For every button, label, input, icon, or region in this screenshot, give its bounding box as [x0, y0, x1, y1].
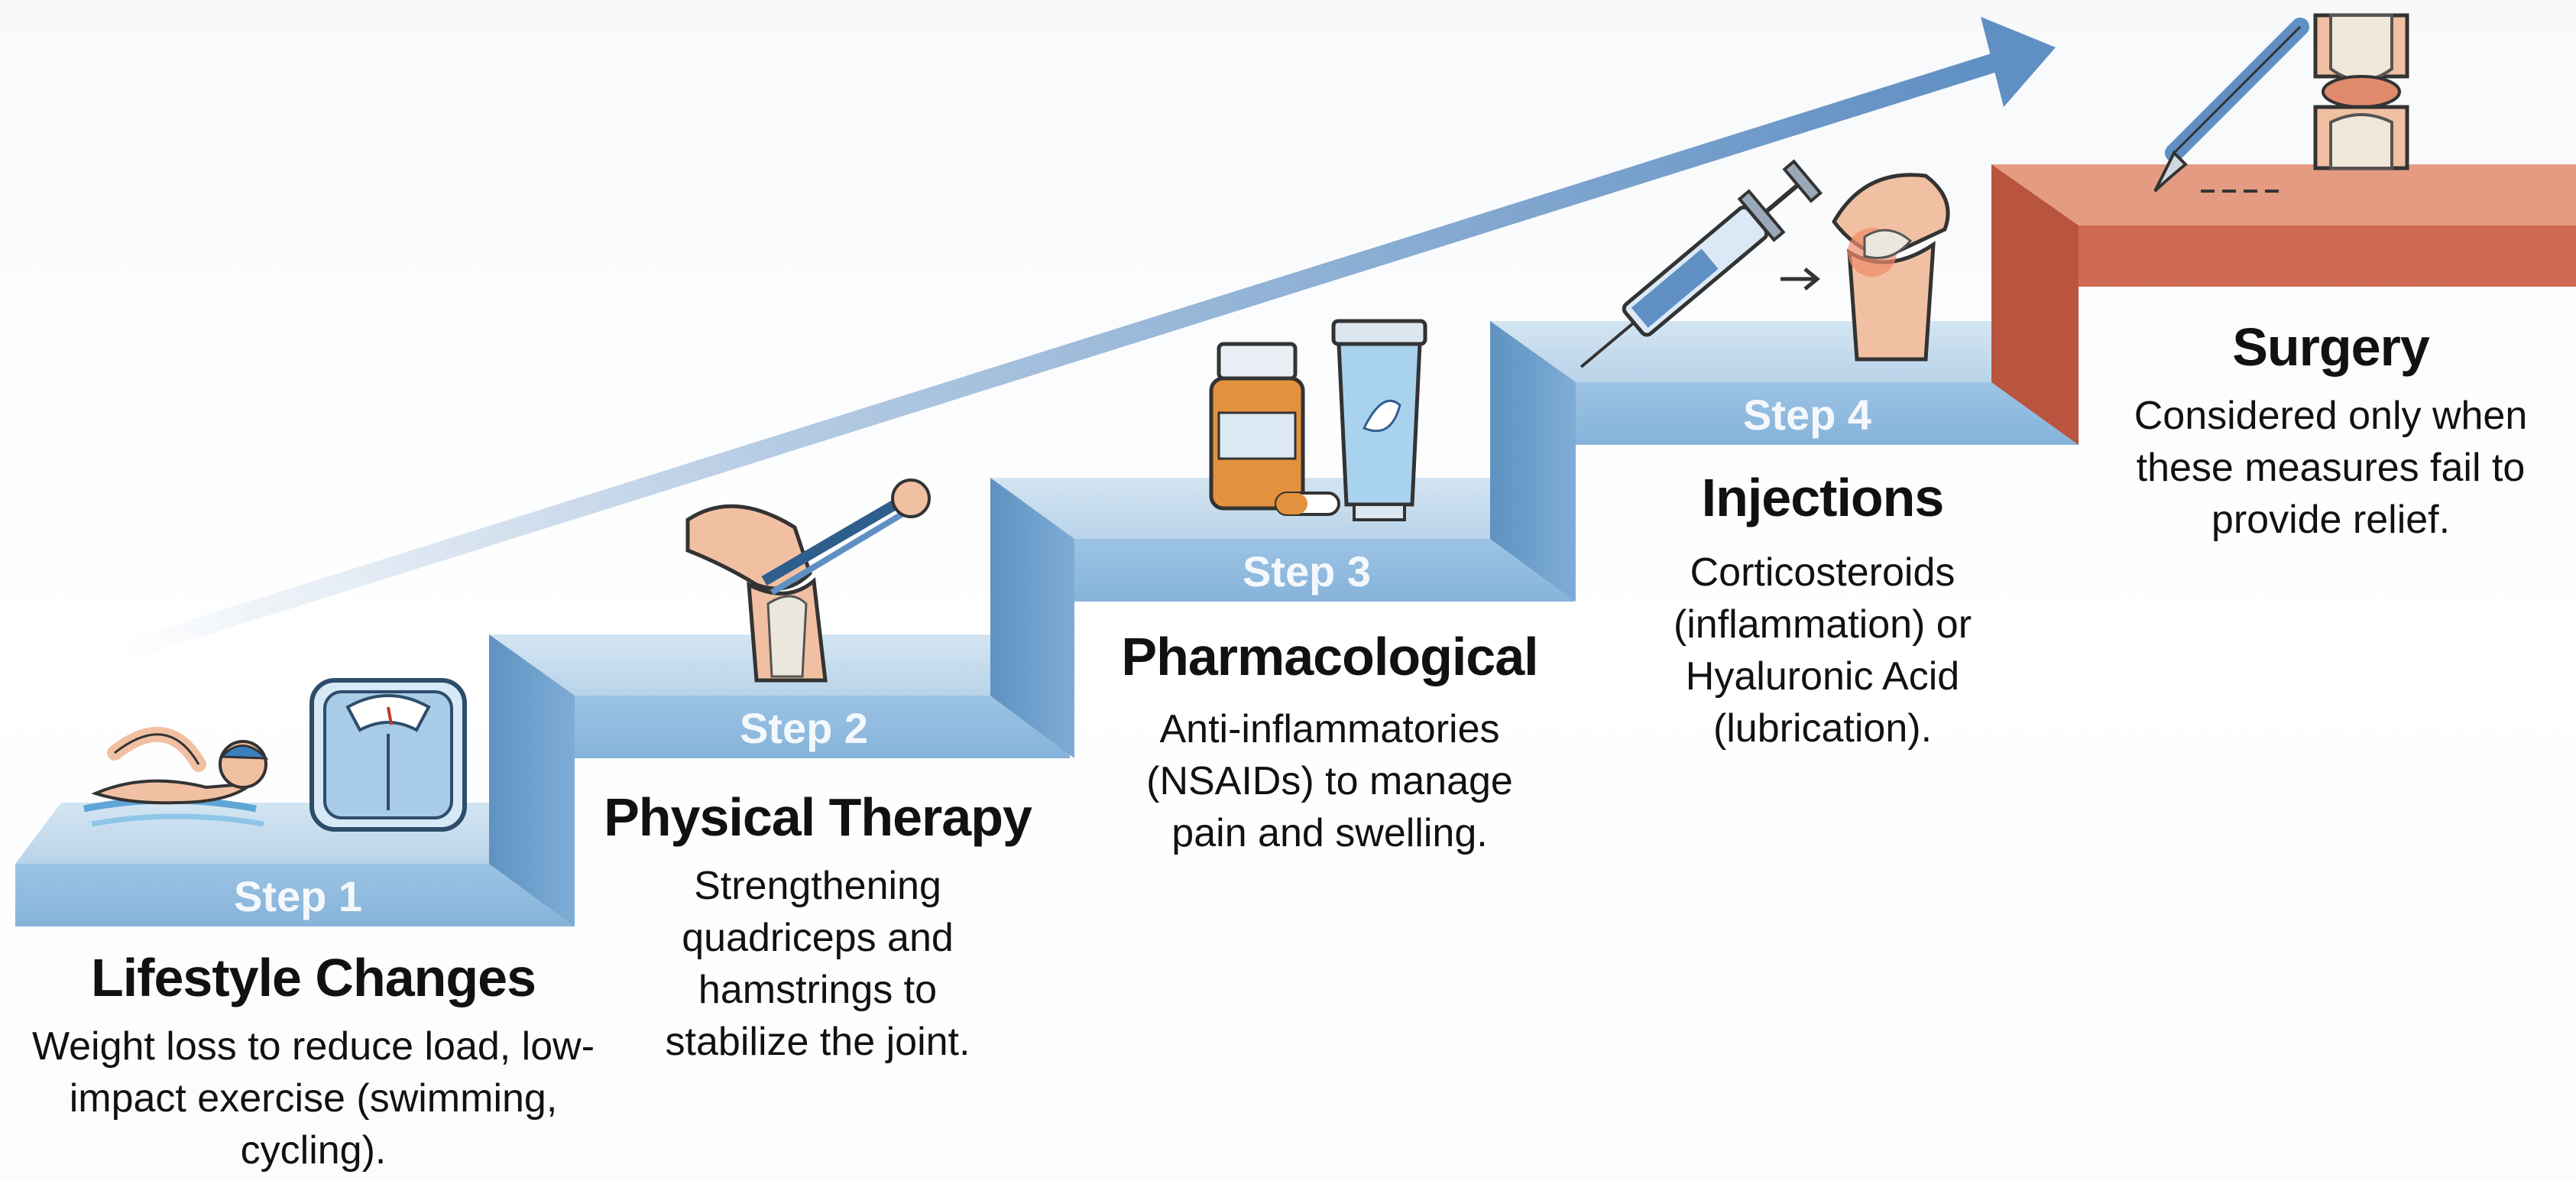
surgery-title: Surgery	[2232, 317, 2430, 377]
swimmer-icon	[83, 726, 269, 827]
step-4-label: Step 4	[1743, 391, 1871, 439]
syringe-icon	[1580, 159, 1823, 368]
surgery-block	[1991, 164, 2576, 445]
step-1-description: Weight loss to reduce load, low-impact e…	[31, 1024, 595, 1173]
step-3-label: Step 3	[1243, 547, 1371, 595]
step-2-title: Physical Therapy	[604, 787, 1032, 847]
step-1-title: Lifestyle Changes	[90, 948, 536, 1007]
pill-icon	[1275, 492, 1340, 516]
step-4-title: Injections	[1701, 468, 1945, 527]
cream-tube-icon	[1331, 319, 1427, 521]
scalpel-icon	[2153, 18, 2309, 193]
pill-bottle-icon	[1209, 342, 1305, 511]
step-3-title: Pharmacological	[1121, 627, 1538, 686]
progression-arrow	[115, 17, 2056, 662]
step-2-description: Strengthening quadriceps and hamstrings …	[665, 864, 970, 1064]
step-3-description: Anti-inflammatories (NSAIDs) to manage p…	[1146, 707, 1513, 855]
inflamed-knee-icon	[1832, 173, 1950, 362]
surgery-description: Considered only when these measures fail…	[2134, 394, 2528, 542]
step-4-description: Corticosteroids (inflammation) or Hyalur…	[1673, 550, 1972, 751]
scale-icon	[309, 678, 467, 832]
step-2-label: Step 2	[740, 704, 868, 752]
step-1-label: Step 1	[234, 872, 362, 920]
step-4-block	[1490, 321, 2079, 602]
knee-joint-icon	[2313, 13, 2409, 170]
knee-band-exercise-icon	[685, 479, 931, 683]
